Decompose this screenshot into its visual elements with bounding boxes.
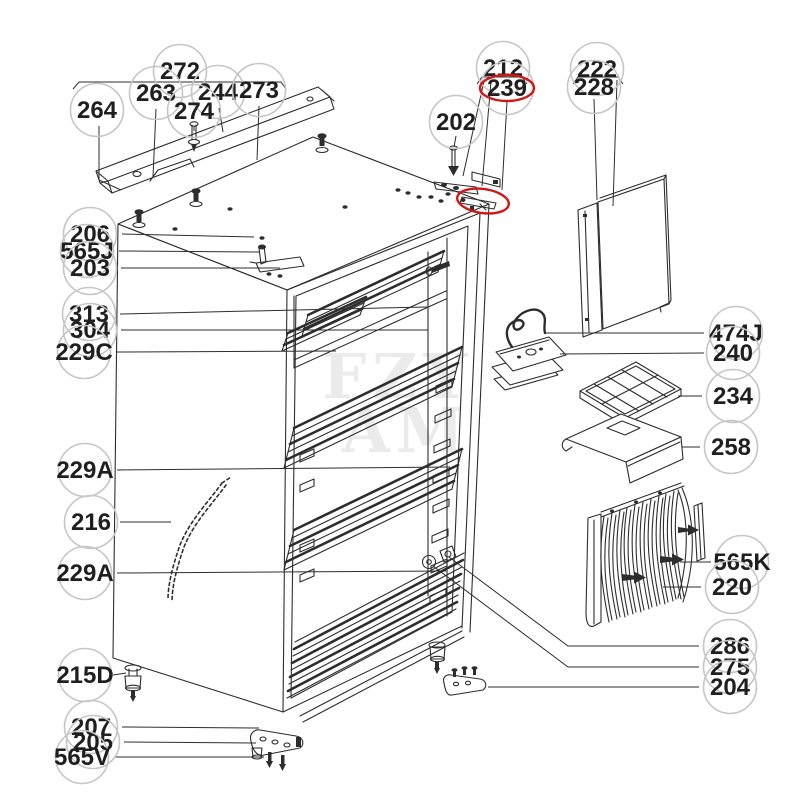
leader-lines bbox=[72, 76, 711, 758]
svg-text:263: 263 bbox=[136, 80, 176, 107]
watermark-line-2: AM bbox=[341, 394, 471, 467]
condenser-part bbox=[585, 482, 693, 627]
part-label-215D: 215D bbox=[56, 647, 114, 703]
svg-text:565V: 565V bbox=[54, 744, 110, 771]
top-hinge-left-parts bbox=[249, 244, 305, 278]
shelf-support-brackets bbox=[299, 378, 453, 604]
svg-text:220: 220 bbox=[712, 574, 752, 601]
part-label-239: 239 bbox=[478, 60, 536, 116]
drain-parts bbox=[421, 545, 457, 570]
part-label-206: 206 bbox=[62, 206, 118, 262]
insert-arrow-icon bbox=[622, 571, 646, 584]
insert-arrow-icon bbox=[660, 553, 684, 566]
part-label-216: 216 bbox=[63, 494, 119, 550]
svg-text:202: 202 bbox=[436, 109, 476, 136]
side-rail-part bbox=[678, 502, 706, 562]
svg-text:239: 239 bbox=[487, 75, 527, 102]
shelf-upper bbox=[283, 345, 464, 469]
svg-text:240: 240 bbox=[713, 340, 753, 367]
svg-text:228: 228 bbox=[574, 74, 614, 101]
part-label-275: 275 bbox=[702, 639, 758, 695]
svg-text:229A: 229A bbox=[56, 560, 113, 587]
svg-text:274: 274 bbox=[174, 98, 215, 125]
drain-tube bbox=[167, 476, 232, 603]
shelf-lower bbox=[283, 447, 464, 571]
svg-text:258: 258 bbox=[711, 434, 751, 461]
svg-text:229C: 229C bbox=[55, 339, 112, 366]
part-label-273: 273 bbox=[231, 62, 287, 118]
thermostat-part bbox=[491, 308, 567, 391]
part-label-229A-upper: 229A bbox=[56, 442, 114, 498]
door-panel-part bbox=[577, 174, 672, 338]
part-label-264: 264 bbox=[69, 82, 125, 138]
svg-text:229A: 229A bbox=[56, 457, 113, 484]
svg-text:264: 264 bbox=[77, 97, 118, 124]
top-hinge-right-parts bbox=[433, 145, 501, 211]
leveling-foot-left bbox=[124, 664, 142, 702]
part-label-258: 258 bbox=[703, 419, 759, 475]
svg-text:216: 216 bbox=[71, 509, 111, 536]
part-label-228: 228 bbox=[566, 59, 622, 115]
part-label-220: 220 bbox=[704, 559, 760, 615]
part-label-203: 203 bbox=[62, 240, 118, 296]
svg-text:204: 204 bbox=[710, 674, 751, 701]
svg-text:304: 304 bbox=[70, 317, 111, 344]
ice-tray-part bbox=[579, 361, 682, 426]
part-highlight-ring bbox=[455, 187, 511, 215]
part-label-286: 286 bbox=[702, 618, 758, 674]
svg-text:313: 313 bbox=[69, 301, 109, 328]
cabinet-body bbox=[112, 133, 490, 723]
svg-text:203: 203 bbox=[70, 255, 110, 282]
insert-arrow-icon bbox=[678, 524, 699, 536]
mounting-bracket-part bbox=[442, 666, 487, 696]
vent-cover-part bbox=[561, 413, 684, 484]
svg-text:206: 206 bbox=[70, 221, 110, 248]
svg-text:273: 273 bbox=[239, 77, 279, 104]
part-label-474J: 474J bbox=[708, 305, 764, 361]
bottom-hinge-part bbox=[250, 729, 304, 771]
part-label-202: 202 bbox=[428, 94, 484, 150]
part-label-565V: 565V bbox=[54, 729, 110, 785]
part-label-234: 234 bbox=[705, 368, 761, 424]
part-label-313: 313 bbox=[61, 286, 117, 342]
part-label-274: 274 bbox=[166, 83, 222, 139]
part-label-240: 240 bbox=[705, 325, 761, 381]
part-label-229C: 229C bbox=[55, 324, 113, 380]
svg-text:234: 234 bbox=[713, 383, 754, 410]
part-label-204: 204 bbox=[702, 659, 758, 715]
highlight-ring-label bbox=[478, 73, 536, 103]
part-label-304: 304 bbox=[62, 302, 118, 358]
leveling-foot-right bbox=[428, 641, 446, 674]
svg-text:286: 286 bbox=[710, 633, 750, 660]
svg-text:474J: 474J bbox=[709, 320, 762, 347]
part-label-229A-lower: 229A bbox=[56, 545, 114, 601]
svg-text:275: 275 bbox=[710, 654, 750, 681]
svg-text:215D: 215D bbox=[56, 662, 113, 689]
